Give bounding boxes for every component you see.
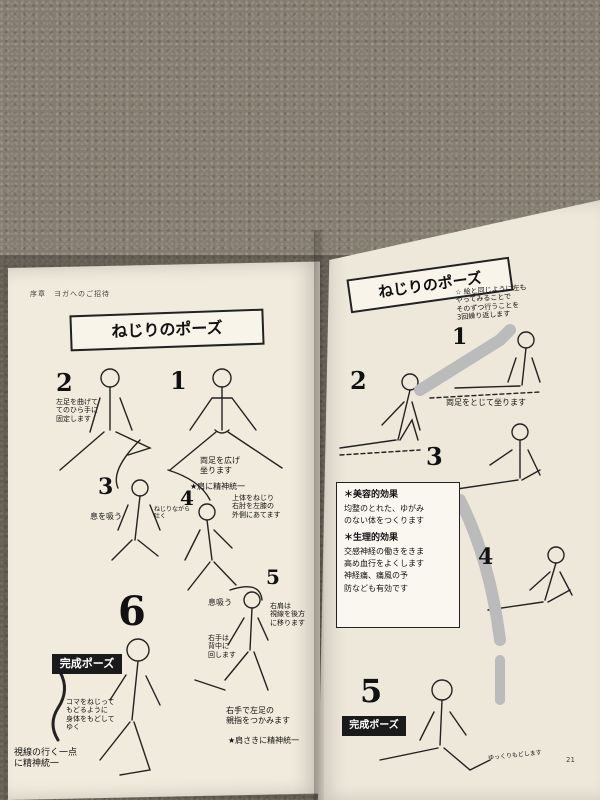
- step-2-note: 左足を曲げて てのひら手に 固定します: [56, 398, 98, 423]
- right-step-4-number: 4: [478, 544, 494, 570]
- step-5-note: 右手で左足の 親指をつかみます: [226, 706, 290, 725]
- arrow-5-6: [194, 679, 226, 691]
- figure-pose-3: [111, 479, 161, 561]
- arrow-1-3: [115, 439, 141, 489]
- effects-physio-heading: ＊生理的効果: [344, 532, 399, 543]
- arrow-band-2: [454, 494, 506, 646]
- step-4-side-note: ねじりながら 吐く: [154, 506, 191, 521]
- figure-right-2: [339, 373, 421, 449]
- focus-shoulder-tip-note: ★肩さきに精神統一: [228, 736, 300, 745]
- step-5-breath: 息吸う: [208, 598, 232, 607]
- step-5-number: 5: [266, 565, 280, 589]
- complete-pose-tag-left: 完成ポーズ: [52, 654, 122, 674]
- page-number: 21: [566, 756, 575, 764]
- book-gutter: [314, 230, 324, 800]
- star-note: ☆ 絵と同じように左も やってみることで そのずつ行うことを 3回繰り返します: [454, 283, 527, 322]
- step-4-note: 上体をねじり 右肘を左膝の 外側にあてます: [232, 494, 281, 519]
- figure-right-4: [487, 546, 573, 611]
- right-step-3-number: 3: [426, 442, 443, 471]
- step-5-hand-note: 右手は 背中に 回します: [208, 634, 236, 659]
- focus-shoulder-note: ★肩に精神統一: [190, 482, 246, 491]
- step-5-side-note: 右肩は 視線を後方 に移ります: [270, 602, 305, 627]
- step-2-number: 2: [56, 368, 73, 397]
- figure-pose-5: [224, 591, 269, 691]
- figure-right-5: [379, 679, 491, 771]
- figure-pose-1: [169, 368, 283, 471]
- arrow-3-4: [167, 469, 211, 501]
- banner-title-left: ねじりのポーズ: [69, 308, 265, 352]
- step-1-number: 1: [170, 366, 187, 395]
- gaze-note: 視線の行く一点 に精神統一: [14, 748, 78, 769]
- effects-physio-body: 交感神経の働きをきま 高め血行をよくします 神経痛、痛風の予 防なども有効です: [344, 546, 424, 593]
- right-step-1-number: 1: [452, 324, 468, 350]
- arrow-band-1: [414, 324, 516, 396]
- figure-pose-6: [99, 638, 161, 776]
- rope-note: コマをねじって もどるように 身体をもどして ゆく: [66, 698, 115, 732]
- figure-right-1: [454, 331, 541, 389]
- right-step-1-note: 両足をとじて坐ります: [446, 398, 526, 407]
- guide-line-1: [429, 391, 541, 399]
- complete-pose-tag-right: 完成ポーズ: [342, 716, 406, 736]
- right-step-2-number: 2: [350, 366, 367, 395]
- effects-beauty-heading: ＊美容的効果: [344, 490, 399, 500]
- step-4-number: 4: [180, 486, 194, 510]
- step-3-number: 3: [98, 474, 114, 500]
- effects-box: ＊美容的効果 均整のとれた、ゆがみ のない体をつくります ＊生理的効果 交感神経…: [336, 482, 460, 628]
- guide-line-2: [339, 449, 421, 456]
- figure-right-3: [449, 423, 541, 491]
- step-1-note: 両足を広げ 坐ります: [200, 456, 240, 475]
- step-3-note: 息を吸う: [90, 512, 122, 521]
- rope-icon: [51, 670, 66, 742]
- effects-beauty-body: 均整のとれた、ゆがみ のない体をつくります: [344, 503, 424, 526]
- arrow-4-5: [229, 586, 263, 601]
- figure-pose-4: [184, 503, 237, 591]
- right-step-5-number: 5: [360, 672, 383, 710]
- figure-pose-2: [59, 368, 152, 471]
- running-head: 序章 ヨガへのご招待: [30, 290, 110, 298]
- step-6-number: 6: [118, 588, 146, 635]
